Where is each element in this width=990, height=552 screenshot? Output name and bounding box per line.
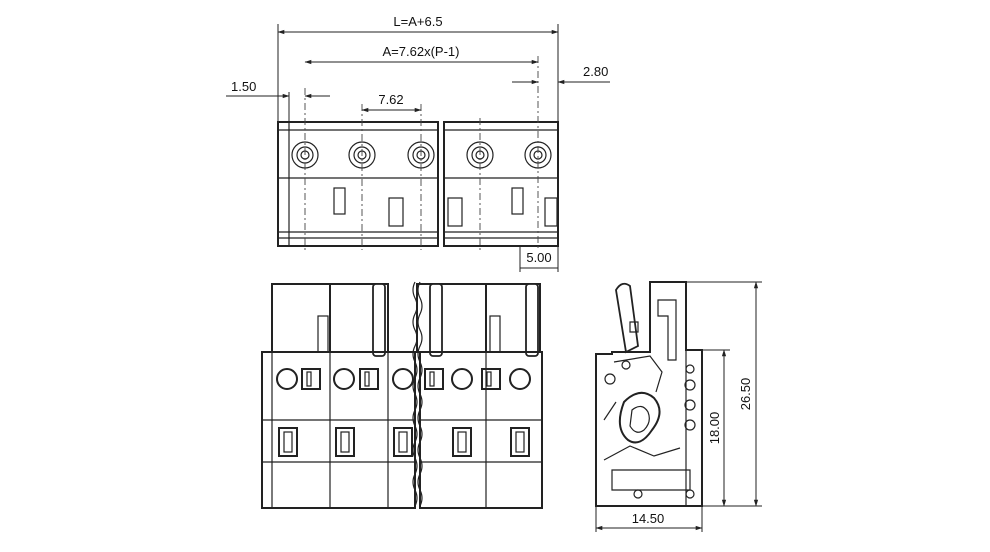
left-offset-label: 1.50 bbox=[231, 79, 256, 94]
side-view: 14.50 18.00 26.50 bbox=[595, 281, 762, 532]
bottom-width-label: 5.00 bbox=[526, 250, 551, 265]
side-width-label: 14.50 bbox=[632, 511, 665, 526]
front-view bbox=[261, 281, 543, 509]
top-view: L=A+6.5 A=7.62x(P-1) 7.62 1.50 2.80 5.00 bbox=[226, 14, 610, 272]
pin-span-label: A=7.62x(P-1) bbox=[383, 44, 460, 59]
wire-entries bbox=[276, 368, 531, 390]
side-height-total-label: 26.50 bbox=[738, 378, 753, 411]
screw-holes bbox=[291, 141, 552, 169]
overall-length-label: L=A+6.5 bbox=[393, 14, 442, 29]
right-offset-label: 2.80 bbox=[583, 64, 608, 79]
pitch-label: 7.62 bbox=[378, 92, 403, 107]
side-height-inner-label: 18.00 bbox=[707, 412, 722, 445]
